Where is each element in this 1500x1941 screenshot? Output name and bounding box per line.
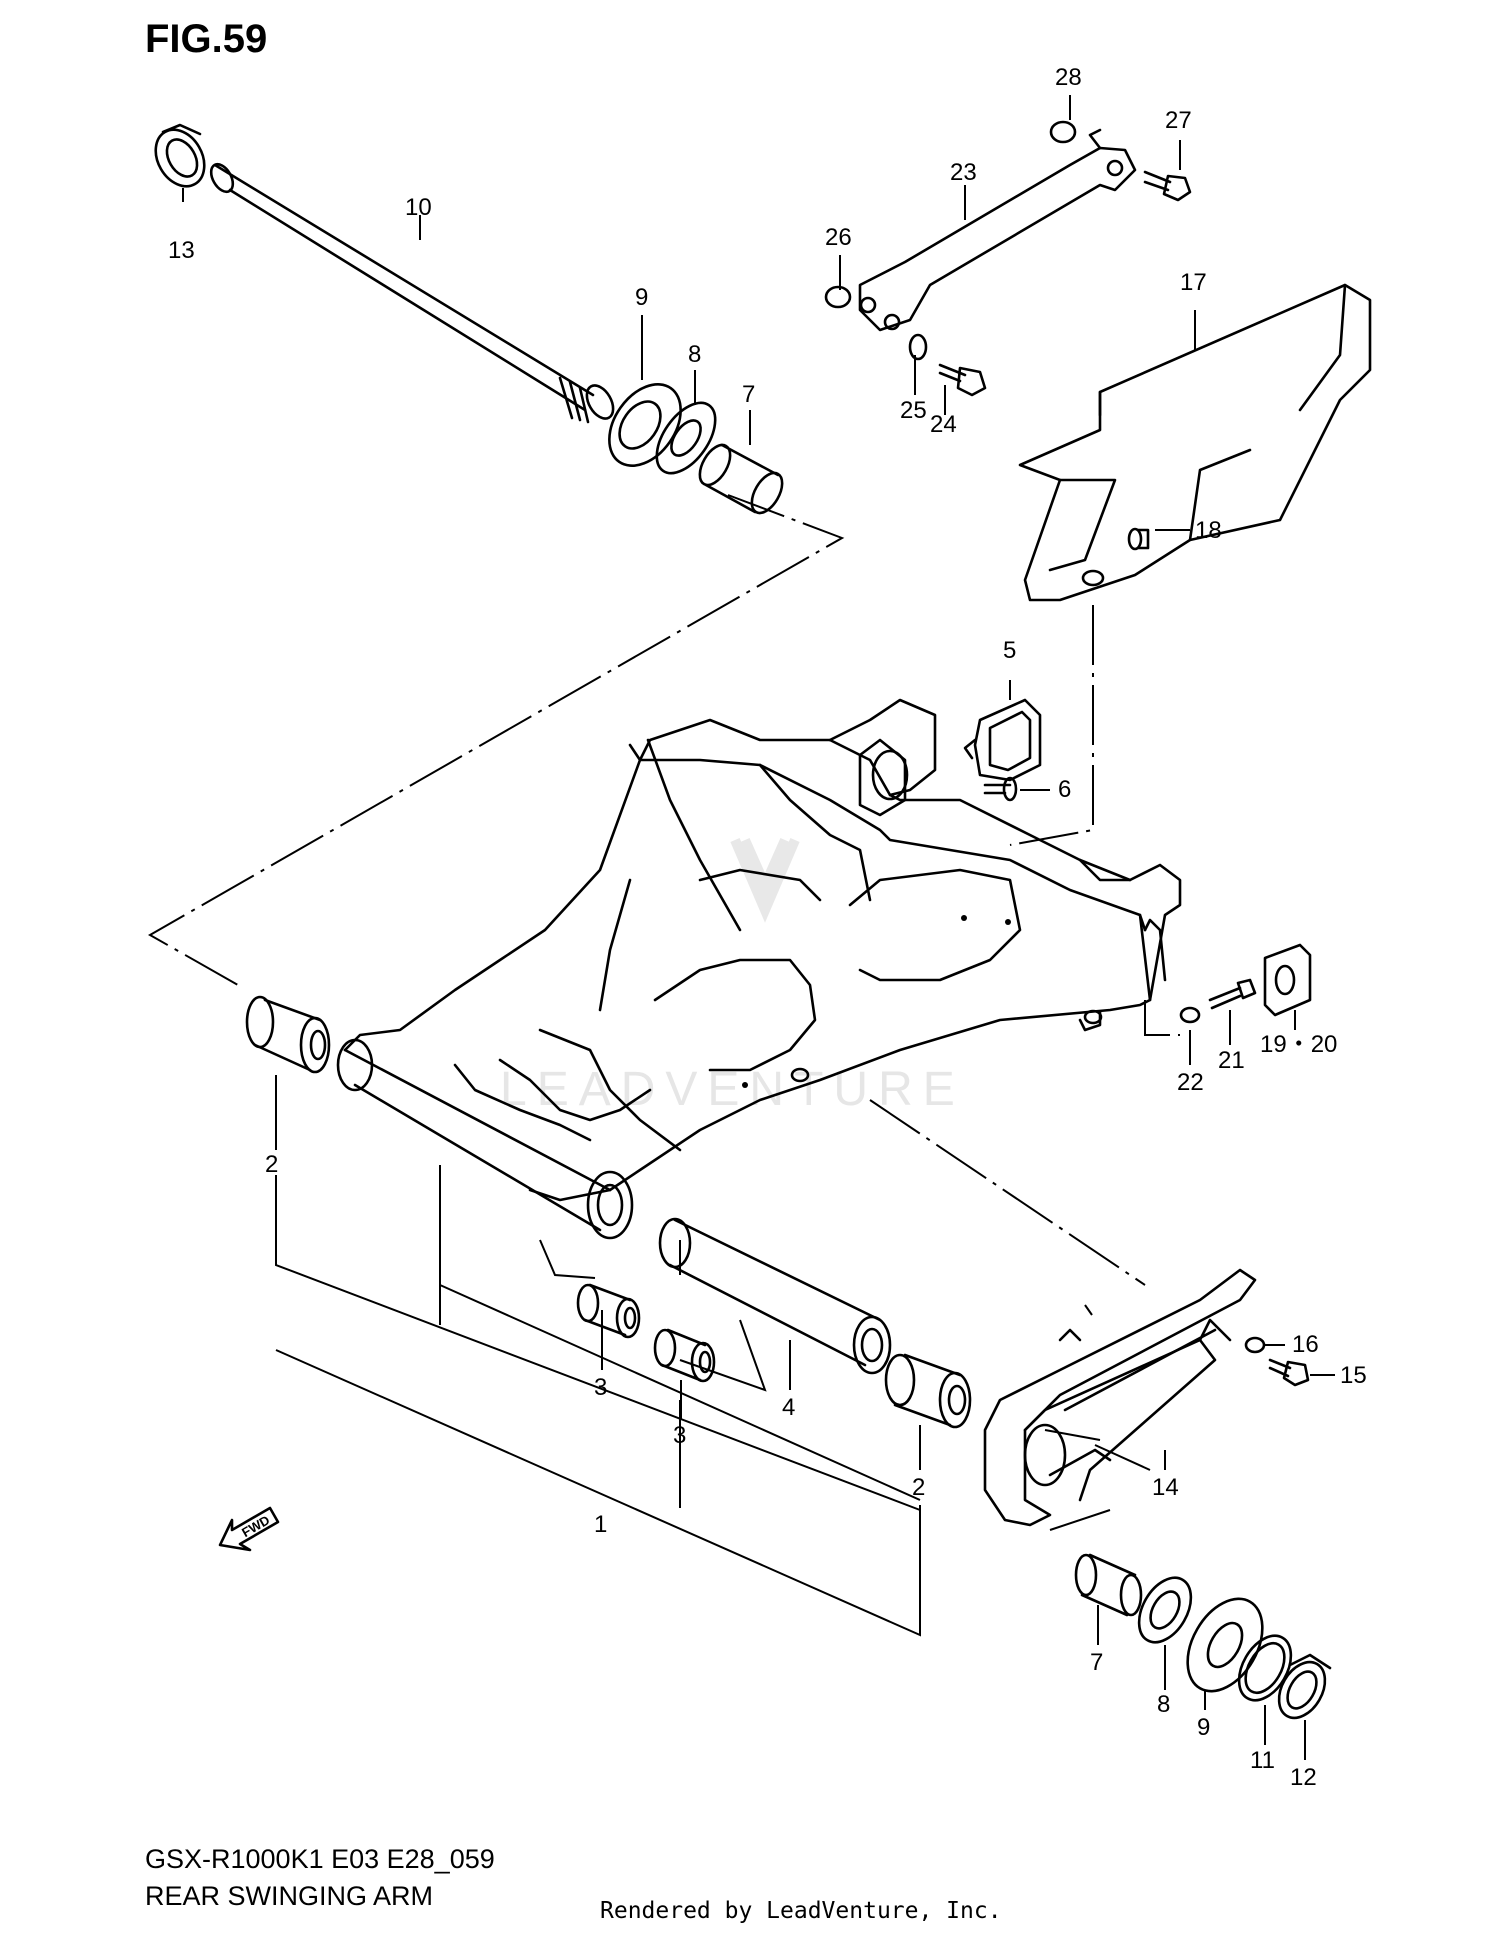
part-10-pivot-shaft [209,162,615,424]
part-4-collar [658,1217,892,1375]
part-5-plate [963,698,1042,782]
part-3-bushing-b [653,1328,716,1383]
callout-6: 6 [1058,776,1071,803]
part-14-chain-buffer [983,1268,1257,1527]
part-19-20-adjuster [1263,943,1312,1017]
callout-21: 21 [1218,1047,1245,1074]
section-name: REAR SWINGING ARM [145,1881,433,1911]
assembly-line-axle [147,494,845,986]
figure-title: FIG.59 [145,17,267,61]
callout-8-bottom: 8 [1157,1691,1170,1718]
callout-22: 22 [1177,1069,1204,1096]
part-2-right-bushing [884,1353,972,1429]
watermark: LEADVENTURE [500,837,955,1116]
rendered-by: Rendered by LeadVenture, Inc. [600,1898,1002,1924]
callout-11: 11 [1250,1747,1275,1774]
part-12-seal [1277,1653,1332,1720]
callout-3-b: 3 [673,1422,686,1449]
callout-3-a: 3 [594,1374,607,1401]
callout-28: 28 [1055,64,1082,91]
part-16-washer [1244,1336,1266,1354]
callout-2-left: 2 [265,1151,278,1178]
part-23-stay [858,128,1137,332]
callout-25: 25 [900,397,927,424]
callout-7-bottom: 7 [1090,1649,1103,1676]
callouts: 13 10 9 8 7 28 27 23 26 17 18 5 6 25 24 … [168,64,1367,1791]
callout-19-20: 19・20 [1260,1031,1337,1058]
callout-12: 12 [1290,1764,1317,1791]
part-22-washer [1179,1006,1201,1024]
fwd-arrow-icon: FWD [218,1506,280,1552]
callout-18: 18 [1195,517,1222,544]
part-11-ring [1237,1634,1293,1702]
callout-10: 10 [405,194,432,221]
part-2-left-bushing [245,995,331,1074]
callout-14: 14 [1152,1474,1179,1501]
part-27-bolt [1143,170,1192,202]
part-21-bolt [1208,978,1257,1010]
callout-13: 13 [168,237,195,264]
part-17-chain-cover [1018,283,1372,602]
watermark-logo-icon [730,837,800,923]
callout-7-top: 7 [742,381,755,408]
part-7-top-collar [698,443,784,515]
part-15-bolt [1268,1358,1310,1387]
part-3-bushing-a [576,1283,641,1339]
assembly-line-22 [1144,1000,1180,1036]
part-18-screw [1127,527,1150,551]
callout-2-right: 2 [912,1474,925,1501]
part-9-top-bearing [608,383,682,467]
leader-lines [182,95,1335,1760]
part-9-bottom-washer [1186,1597,1264,1693]
callout-4: 4 [782,1394,795,1421]
callout-16: 16 [1292,1331,1319,1358]
callout-15: 15 [1340,1362,1367,1389]
callout-24: 24 [930,411,957,438]
callout-17: 17 [1180,269,1207,296]
callout-26: 26 [825,224,852,251]
callout-8-top: 8 [688,341,701,368]
part-6-screw [983,776,1018,802]
part-8-bottom-washer [1137,1576,1193,1644]
part-26-nut [824,285,852,309]
callout-9-bottom: 9 [1197,1714,1210,1741]
part-28-nut [1049,120,1077,144]
part-13-seal [154,123,206,188]
part-8-top-washer [655,401,717,475]
callout-9-top: 9 [635,284,648,311]
part-25-washer [908,333,928,361]
callout-23: 23 [950,159,977,186]
callout-27: 27 [1165,107,1192,134]
part-24-bolt [938,363,987,397]
model-code: GSX-R1000K1 E03 E28_059 [145,1844,495,1874]
part-7-bottom-collar [1074,1553,1143,1617]
callout-5: 5 [1003,637,1016,664]
callout-1: 1 [594,1511,607,1538]
assembly-line-14 [869,1099,1146,1286]
assembly-line-rear-bushing [1044,1429,1101,1441]
assembly-line-chain-cover [1009,605,1094,846]
part-1-swing-arm [336,698,1182,1240]
